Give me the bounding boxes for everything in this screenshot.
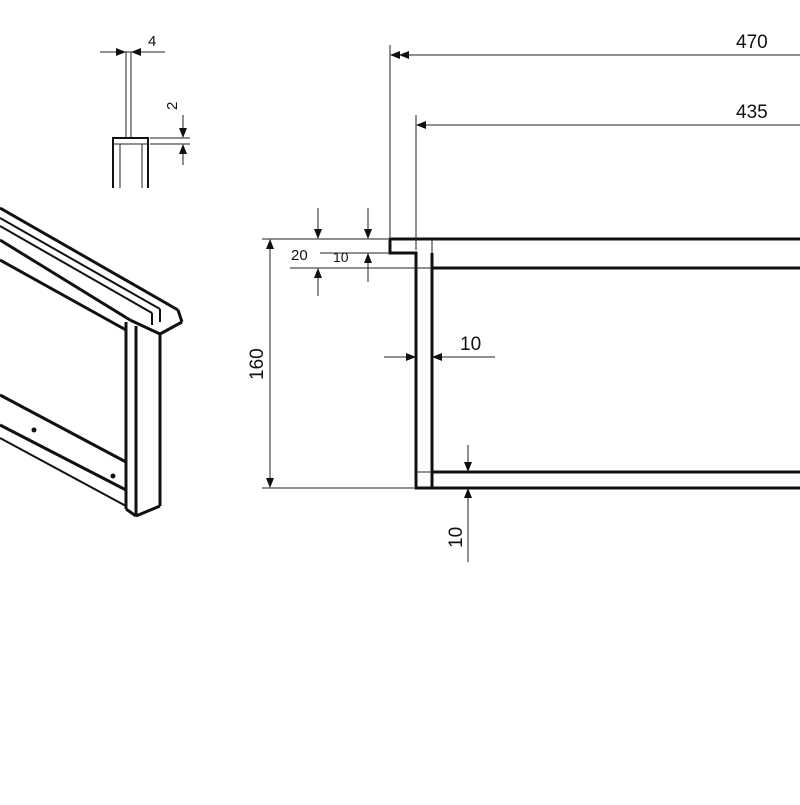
isometric-view — [0, 206, 184, 518]
dim-top-offset: 20 — [291, 247, 308, 264]
dim-line-height — [262, 238, 414, 489]
dim-lip-thickness: 10 — [333, 249, 349, 265]
front-view — [388, 237, 800, 490]
dim-overall-width: 470 — [736, 32, 768, 53]
dim-height: 160 — [247, 348, 268, 380]
dim-line-inner-width — [415, 115, 800, 250]
dim-detail-depth: 2 — [164, 102, 181, 110]
dim-detail-width: 4 — [148, 33, 156, 50]
dim-bottom-thickness: 10 — [446, 527, 467, 548]
dim-inner-width: 435 — [736, 102, 768, 123]
groove-detail — [100, 48, 190, 188]
dim-wall-thickness: 10 — [460, 334, 481, 355]
dim-line-overall-width — [389, 45, 800, 237]
dim-line-top-offsets — [290, 208, 432, 296]
